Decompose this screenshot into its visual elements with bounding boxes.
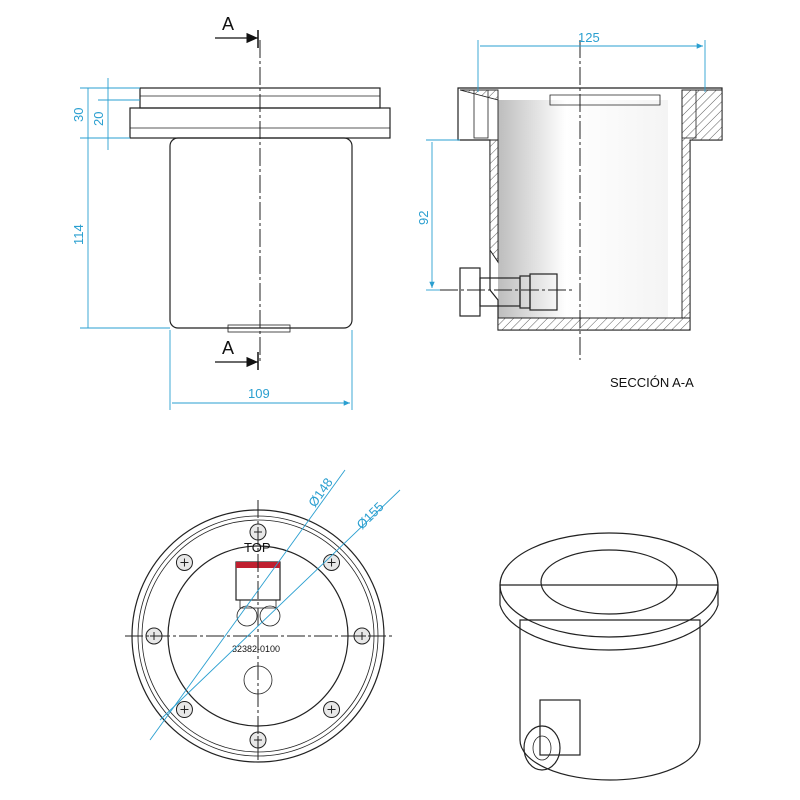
front-view: A A 30 20 114 109	[71, 14, 391, 410]
section-caption: SECCIÓN A-A	[610, 375, 694, 390]
screw-cross	[180, 558, 189, 567]
screw-left	[473, 89, 489, 139]
section-view: 125 92 SECCIÓN A-A	[416, 30, 723, 390]
screw-cross	[327, 558, 336, 567]
nut-blue	[529, 273, 558, 311]
isometric-view	[499, 532, 719, 781]
dim-20: 20	[91, 112, 106, 126]
section-mark-bottom: A	[222, 338, 234, 358]
top-view: TOP 32382-0100 Ø148 Ø155	[125, 469, 401, 763]
dim-30: 30	[71, 108, 86, 122]
cable-fitting	[459, 267, 558, 317]
top-label: TOP	[244, 540, 271, 555]
body-cylinder	[169, 137, 353, 329]
iso-opening	[540, 549, 678, 615]
screw-cross	[180, 705, 189, 714]
screw-cross	[327, 705, 336, 714]
screw-heads	[145, 523, 371, 749]
dim-109: 109	[248, 386, 270, 401]
iso-fitting	[523, 725, 561, 771]
dim-114: 114	[71, 224, 86, 245]
part-number: 32382-0100	[232, 644, 280, 654]
section-mark-top: A	[222, 14, 234, 34]
dim-92: 92	[416, 211, 431, 225]
iso-flange	[499, 532, 719, 638]
iso-body	[519, 619, 701, 781]
dim-diameter-155: Ø155	[354, 499, 387, 532]
bottom-nub	[227, 324, 291, 333]
screw-right	[681, 89, 697, 139]
dim-125: 125	[578, 30, 600, 45]
dim-diameter-148: Ø148	[305, 475, 336, 510]
